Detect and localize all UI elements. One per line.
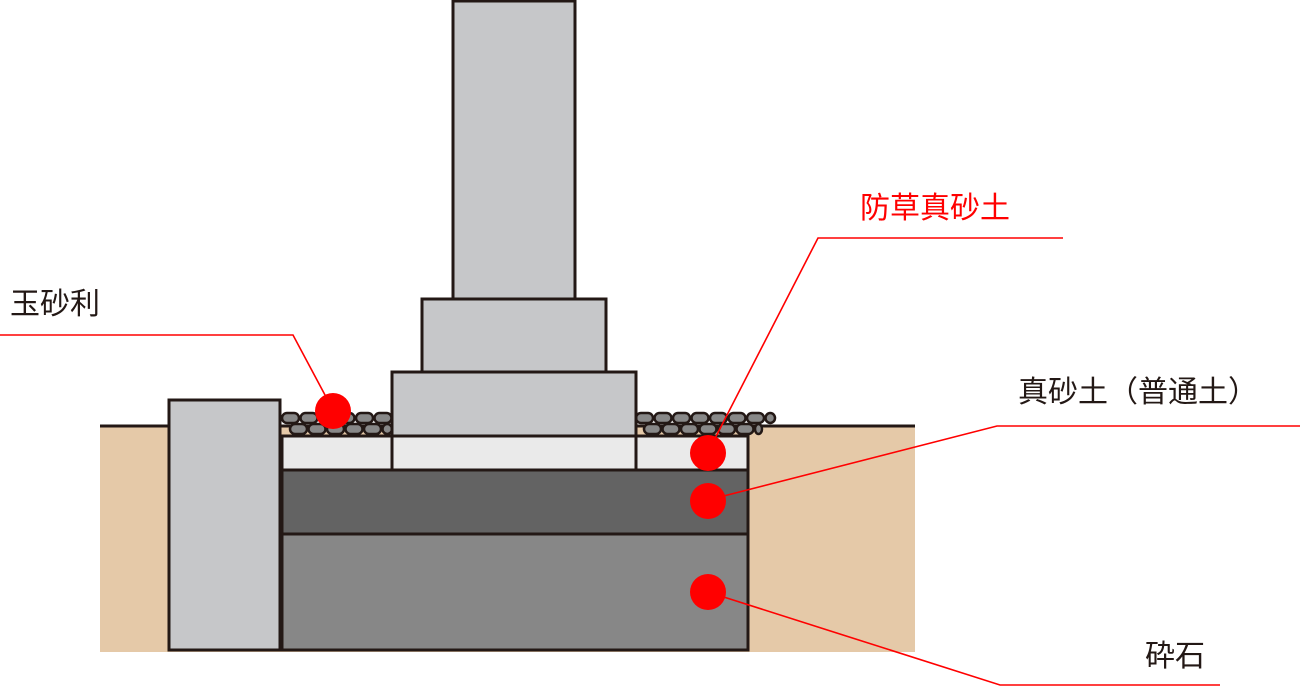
weed-proof-marker <box>690 435 726 471</box>
pebble <box>354 411 375 425</box>
crushed-stone-label: 砕石 <box>1145 639 1205 674</box>
monument-base <box>390 370 638 438</box>
crushed-stone-marker <box>690 574 726 610</box>
weed-proof-soil-layer <box>280 434 750 472</box>
pebble <box>299 411 319 425</box>
pebble <box>653 411 673 425</box>
pebble <box>698 422 718 436</box>
weed-proof-leader-line <box>707 237 1063 453</box>
pebble <box>753 422 764 436</box>
pebble <box>280 411 301 425</box>
pebble <box>727 411 747 425</box>
pebble <box>679 422 700 436</box>
pebble <box>708 411 729 425</box>
pebble <box>735 422 755 436</box>
pebble <box>745 411 766 425</box>
pebble <box>634 411 655 425</box>
weed-proof-soil-label: 防草真砂土 <box>860 191 1010 226</box>
pebble <box>642 422 663 436</box>
pebble <box>716 422 737 436</box>
gravel-label: 玉砂利 <box>10 287 100 322</box>
boundary-stone <box>167 398 282 652</box>
pebble <box>344 422 364 436</box>
pebble <box>690 411 710 425</box>
crushed-stone-layer <box>280 532 750 652</box>
gravel-leader-line <box>0 334 334 411</box>
pebble <box>373 411 393 425</box>
pebble <box>764 411 777 425</box>
soil-layer <box>280 468 750 536</box>
pebble <box>661 422 681 436</box>
pebble <box>671 411 692 425</box>
monument-middle <box>420 297 608 374</box>
soil-leader-line <box>707 425 1300 501</box>
monument-top <box>451 0 577 301</box>
pebble <box>362 422 383 436</box>
gravel-marker <box>315 393 351 429</box>
decomposed-granite-label: 真砂土（普通土） <box>1018 375 1258 410</box>
soil-marker <box>690 483 726 519</box>
crushed-stone-leader-line <box>707 591 1220 686</box>
pebble <box>288 422 309 436</box>
pebble <box>307 422 327 436</box>
